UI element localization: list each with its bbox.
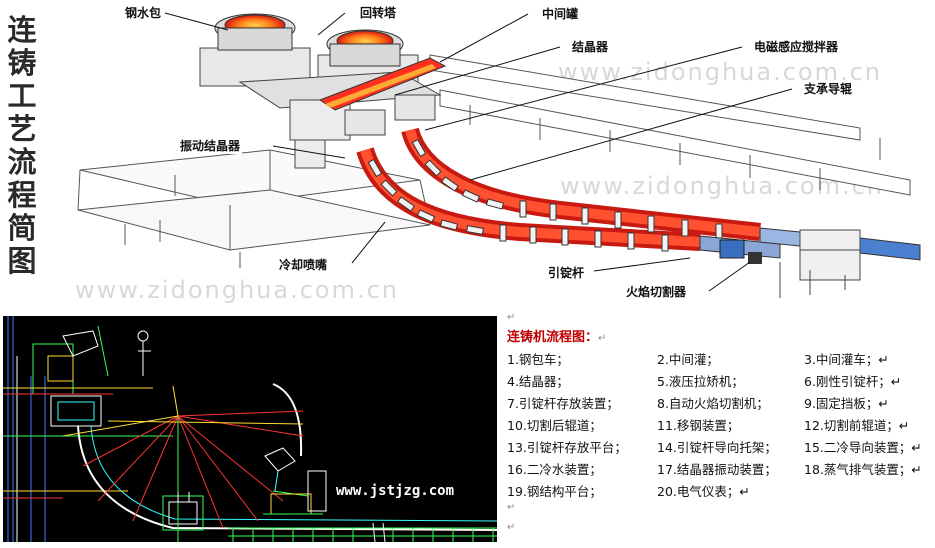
list-row: 13.引锭杆存放平台； 14.引锭杆导向托架； 15.二冷导向装置；↵ bbox=[507, 437, 933, 458]
vertical-title: 连 铸 工 艺 流 程 简 图 bbox=[7, 13, 37, 278]
label-spray: 冷却喷嘴 bbox=[277, 256, 330, 273]
list-item: 4.结晶器； bbox=[507, 374, 569, 389]
list-item: 17.结晶器振动装置； bbox=[657, 462, 777, 477]
list-item: 16.二冷水装置； bbox=[507, 462, 602, 477]
list-row: 16.二冷水装置； 17.结晶器振动装置； 18.蒸气排气装置；↵ bbox=[507, 459, 933, 480]
label-turret: 回转塔 bbox=[358, 4, 399, 21]
list-row: 4.结晶器； 5.液压拉矫机； 6.刚性引锭杆；↵ bbox=[507, 371, 933, 392]
label-ladle: 钢水包 bbox=[123, 4, 164, 21]
label-torch-cutter: 火焰切割器 bbox=[624, 283, 689, 300]
paragraph-mark: ↵ bbox=[507, 312, 516, 323]
list-item: 20.电气仪表；↵ bbox=[657, 484, 750, 499]
list-item: 1.钢包车； bbox=[507, 352, 569, 367]
list-item: 9.固定挡板；↵ bbox=[804, 396, 889, 411]
list-item: 8.自动火焰切割机； bbox=[657, 396, 769, 411]
paragraph-mark: ↵ bbox=[507, 502, 516, 513]
cad-lines bbox=[3, 316, 497, 542]
label-support-rolls: 支承导辊 bbox=[802, 80, 855, 97]
watermark: www.zidonghua.com.cn bbox=[75, 276, 399, 304]
label-mold: 结晶器 bbox=[570, 38, 611, 55]
list-item: 10.切割后辊道； bbox=[507, 418, 602, 433]
list-item: 3.中间灌车；↵ bbox=[804, 352, 889, 367]
list-item: 12.切割前辊道；↵ bbox=[804, 418, 910, 433]
strand-front bbox=[356, 127, 761, 252]
list-row: 10.切割后辊道； 11.移钢装置； 12.切割前辊道；↵ bbox=[507, 415, 933, 436]
list-item: 5.液压拉矫机； bbox=[657, 374, 744, 389]
list-item: 18.蒸气排气装置；↵ bbox=[804, 462, 922, 477]
casting-illustration: 连 铸 工 艺 流 程 简 图 www.zidonghua.com.cn www… bbox=[7, 4, 921, 304]
list-row: 1.钢包车； 2.中间灌； 3.中间灌车；↵ bbox=[507, 349, 933, 370]
cad-url-text: www.jstjzg.com bbox=[336, 483, 455, 499]
label-oscillating-mold: 振动结晶器 bbox=[178, 137, 243, 154]
label-ems: 电磁感应搅拌器 bbox=[752, 38, 841, 55]
list-item: 11.移钢装置； bbox=[657, 418, 740, 433]
cad-drawing: www.jstjzg.com bbox=[3, 316, 497, 542]
list-row: 7.引锭杆存放装置； 8.自动火焰切割机； 9.固定挡板；↵ bbox=[507, 393, 933, 414]
leader-lines bbox=[164, 12, 793, 292]
list-item: 19.钢结构平台； bbox=[507, 484, 602, 499]
list-item: 7.引锭杆存放装置； bbox=[507, 396, 619, 411]
label-tundish: 中间罐 bbox=[540, 5, 581, 22]
list-item: 2.中间灌； bbox=[657, 352, 719, 367]
list-row: 19.钢结构平台； 20.电气仪表；↵ bbox=[507, 481, 933, 502]
list-item: 15.二冷导向装置；↵ bbox=[804, 440, 922, 455]
machine-drawing bbox=[77, 12, 921, 298]
panel-title: 连铸机流程图：↵ bbox=[507, 330, 607, 345]
label-dummy-bar: 引锭杆 bbox=[546, 264, 587, 281]
tundish bbox=[318, 57, 447, 136]
list-item: 14.引锭杆导向托架； bbox=[657, 440, 777, 455]
list-item: 13.引锭杆存放平台； bbox=[507, 440, 627, 455]
platform-frame bbox=[77, 54, 911, 268]
runout-table bbox=[699, 227, 921, 298]
list-item: 6.刚性引锭杆；↵ bbox=[804, 374, 902, 389]
paragraph-mark: ↵ bbox=[507, 522, 516, 533]
